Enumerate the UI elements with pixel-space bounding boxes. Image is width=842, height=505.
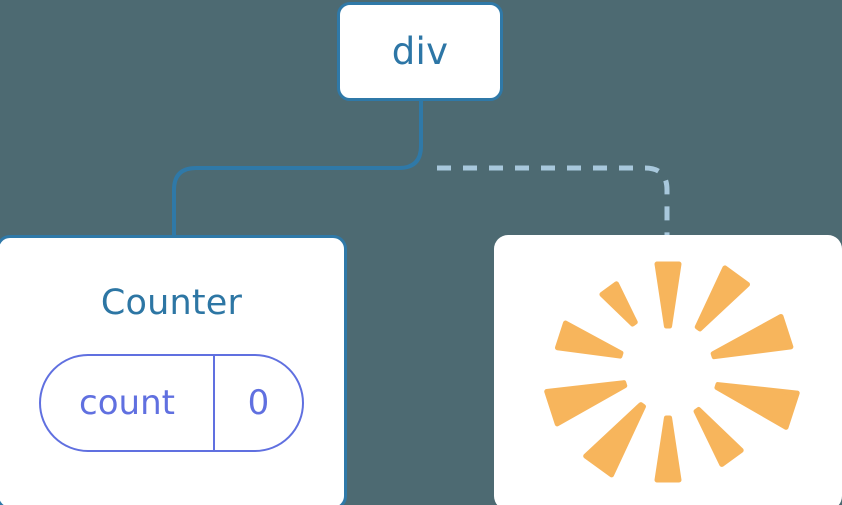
render-burst-icon: [544, 261, 800, 483]
burst-ray-8: [554, 320, 624, 359]
node-render-burst[interactable]: [494, 235, 842, 505]
burst-ray-9: [599, 281, 638, 327]
burst-ray-0: [654, 261, 682, 329]
burst-ray-2: [710, 313, 794, 360]
edge-div-to-burst: [437, 165, 670, 238]
burst-ray-5: [654, 415, 682, 483]
state-pill-value-label: 0: [247, 383, 270, 423]
edge-div-to-counter: [172, 99, 423, 240]
node-counter[interactable]: Counter count 0: [0, 235, 347, 505]
state-pill-count[interactable]: count 0: [39, 354, 304, 452]
node-div[interactable]: div: [337, 2, 503, 101]
state-pill-key: count: [41, 356, 215, 450]
state-pill-key-label: count: [79, 383, 175, 423]
node-div-label: div: [391, 30, 449, 73]
burst-ray-4: [693, 407, 744, 467]
burst-ray-6: [583, 402, 646, 478]
burst-ray-7: [544, 380, 628, 427]
burst-ray-3: [714, 382, 800, 430]
node-counter-title: Counter: [100, 283, 243, 323]
state-pill-value: 0: [215, 356, 302, 450]
burst-ray-1: [694, 265, 751, 332]
